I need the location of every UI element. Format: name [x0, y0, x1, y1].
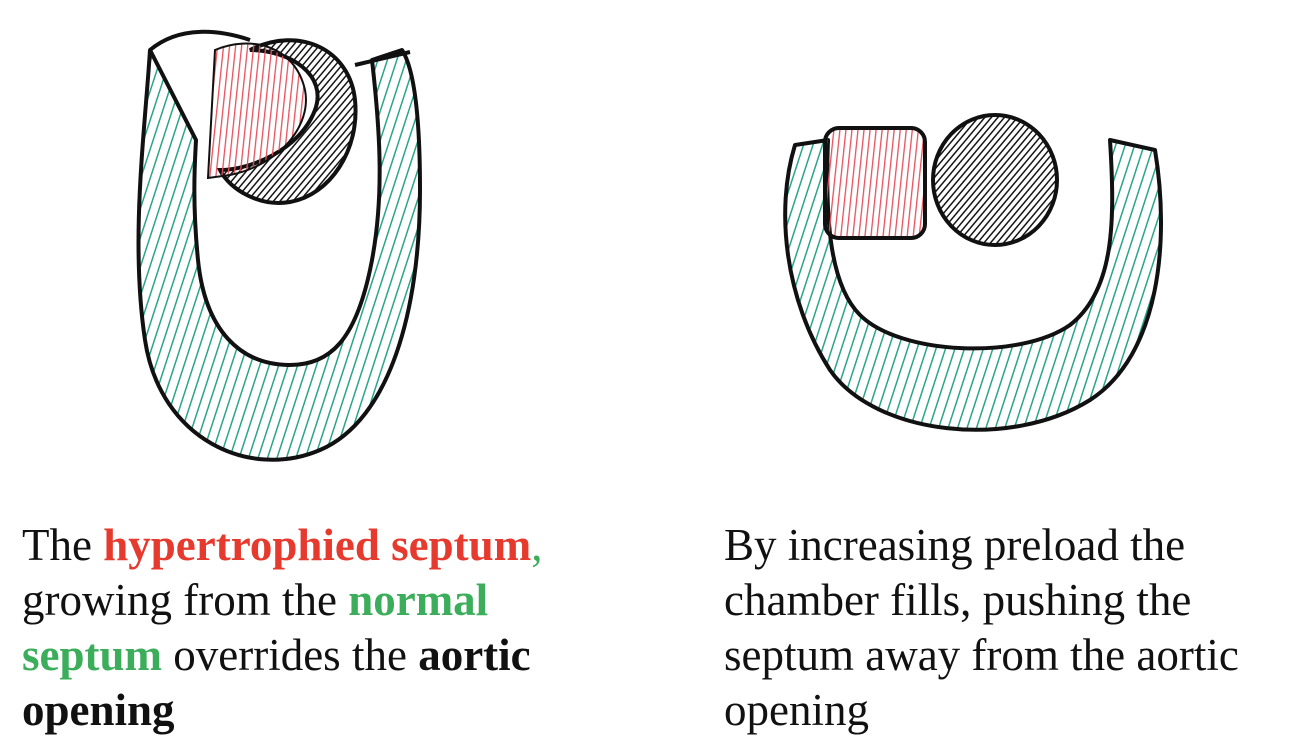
comma: ,	[531, 520, 543, 570]
normal-septum-icon	[783, 138, 1163, 432]
hypertrophied-septum-icon	[206, 42, 307, 180]
normal-septum-icon	[136, 48, 422, 462]
right-caption: By increasing preload the chamber fills,…	[724, 520, 1239, 735]
caption-text: overrides the	[162, 630, 419, 680]
aortic-opening-icon	[216, 38, 358, 205]
hypertrophied-septum-icon	[823, 126, 927, 240]
left-caption: The hypertrophied septum, growing from t…	[22, 518, 632, 738]
aortic-opening-label: aortic opening	[22, 630, 531, 735]
left-heart-drawing	[136, 29, 422, 462]
right-heart-drawing	[783, 113, 1163, 432]
caption-text: The	[22, 520, 104, 570]
normal-septum-label: normal septum	[22, 575, 489, 680]
caption-text: growing from the	[22, 575, 349, 625]
aortic-opening-icon	[931, 113, 1059, 247]
hypertrophied-septum-label: hypertrophied septum	[103, 520, 532, 570]
